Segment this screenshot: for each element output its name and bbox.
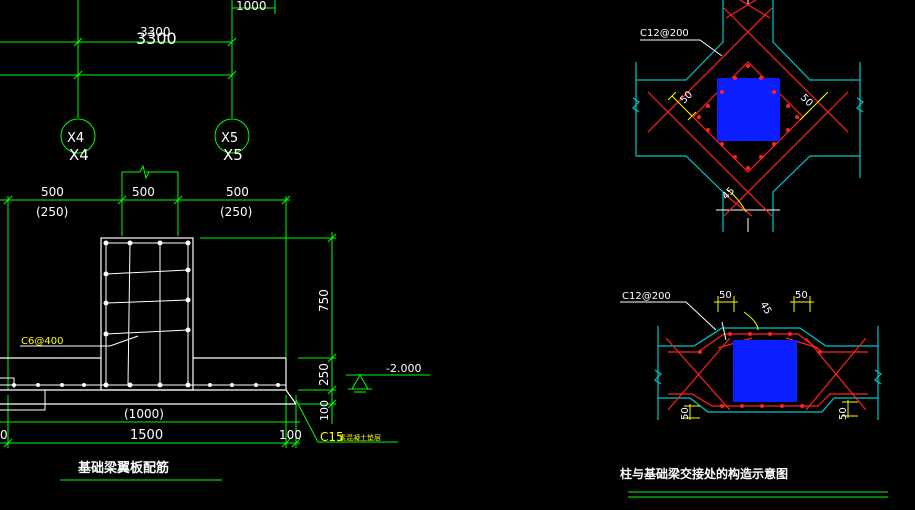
dim-bottom-right: 100 <box>279 428 302 442</box>
elevation-label: -2.000 <box>386 362 421 375</box>
detail-top-leader <box>640 39 723 57</box>
detail-top-rebar-label: C12@200 <box>640 28 689 39</box>
detail-top-dim-left: 50 <box>678 89 695 106</box>
right-caption: 柱与基础梁交接处的构造示意图 <box>620 466 788 481</box>
dim-overlap-a: 3300 <box>140 25 171 39</box>
detail-bottom-dim-bottom-left: 50 <box>680 407 691 420</box>
axis-label-x5-a: X5 <box>221 131 238 146</box>
section-caption: 基础梁翼板配筋 <box>77 460 169 476</box>
detail-bottom-rebar-label: C12@200 <box>622 291 671 302</box>
dim-bottom-left: 0 <box>0 428 8 442</box>
axis-label-x5-b: X5 <box>223 146 243 164</box>
dim-left-width: 500 <box>41 185 64 199</box>
beam-rebar <box>0 242 286 386</box>
dim-slab-height: 250 <box>317 363 331 386</box>
dim-overlap-b: 3300 <box>136 29 177 48</box>
concrete-note: 素混凝土垫层 <box>339 433 381 442</box>
dim-right-width: 500 <box>226 185 249 199</box>
concrete-label: C15 <box>320 430 344 444</box>
dim-bottom-inner: (1000) <box>124 407 164 421</box>
detail-top-dim-right: 50 <box>798 92 815 109</box>
axis-bubble-x5 <box>214 118 250 154</box>
dim-mid-width: 500 <box>132 185 155 199</box>
detail-bottom-dims <box>684 296 858 420</box>
axis-dimension-group <box>0 0 276 118</box>
detail-bottom-dim-bottom-right: 50 <box>838 407 849 420</box>
detail-bottom-outline <box>654 326 882 420</box>
detail-bottom-dim-top-left: 50 <box>719 290 732 301</box>
detail-bottom-column <box>733 340 797 402</box>
stirrup-leader <box>0 335 139 411</box>
right-caption-underline <box>628 491 888 498</box>
axis-label-x4-b: X4 <box>69 146 89 164</box>
detail-top-dims <box>667 91 829 213</box>
axis-label-x4-a: X4 <box>67 131 84 146</box>
section-dimension-lines <box>0 164 430 481</box>
detail-bottom-leader <box>620 301 727 341</box>
detail-bottom-rebar <box>665 333 868 411</box>
axis-bubble-x4 <box>60 118 96 154</box>
detail-top-column <box>717 78 780 141</box>
dim-cushion-height: 100 <box>318 400 331 421</box>
dim-left-width-paren: (250) <box>36 205 68 219</box>
rebar-dots <box>12 240 280 388</box>
dim-top-small: 1000 <box>236 0 267 13</box>
stirrup-label: C6@400 <box>21 336 63 347</box>
detail-top-rebar <box>647 0 849 217</box>
detail-top-rebar-dots <box>697 64 799 170</box>
dim-right-width-paren: (250) <box>220 205 252 219</box>
detail-top-white <box>716 0 780 232</box>
beam-section-outline <box>0 237 297 405</box>
detail-top-outline <box>632 0 864 232</box>
dim-beam-height: 750 <box>317 289 331 312</box>
detail-bottom-dim-top-right: 50 <box>795 290 808 301</box>
detail-bottom-rebar-dots <box>698 332 822 408</box>
detail-bottom-dim-angle: 45 <box>757 300 773 317</box>
dim-bottom-total: 1500 <box>130 428 163 443</box>
